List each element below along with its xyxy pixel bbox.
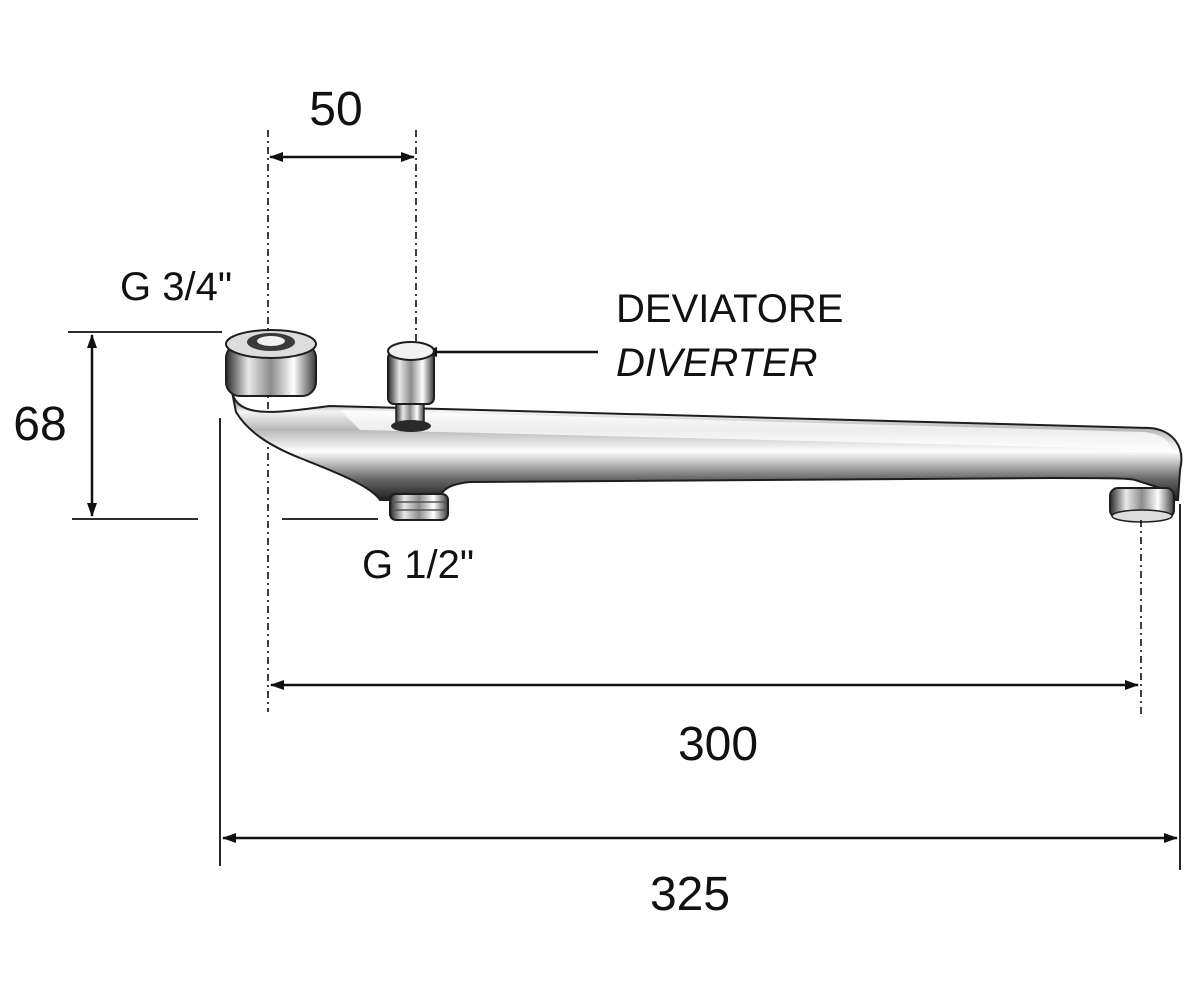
inlet-connector xyxy=(225,329,317,397)
dimension-50-label: 50 xyxy=(309,83,362,136)
dimension-68: 68 xyxy=(13,331,378,520)
outlet-connector-tip xyxy=(1109,487,1175,523)
diverter-label-english: DIVERTER xyxy=(616,341,818,385)
diverter-label-italian: DEVIATORE xyxy=(616,287,843,331)
dimension-300-label: 300 xyxy=(678,718,758,771)
thread-label-inlet: G 3/4" xyxy=(120,265,232,309)
spout-body xyxy=(225,329,1183,523)
spout-arm-highlight xyxy=(340,410,1172,450)
diverter-callout: DEVIATORE DIVERTER xyxy=(423,287,843,385)
diverter-knob xyxy=(387,341,435,432)
dimension-325-label: 325 xyxy=(650,868,730,921)
dimension-325: 325 xyxy=(219,418,1181,921)
outlet-connector-left xyxy=(389,493,449,521)
dimension-68-label: 68 xyxy=(13,398,66,451)
dimension-300: 300 xyxy=(270,520,1142,771)
thread-label-outlet: G 1/2" xyxy=(362,543,474,587)
